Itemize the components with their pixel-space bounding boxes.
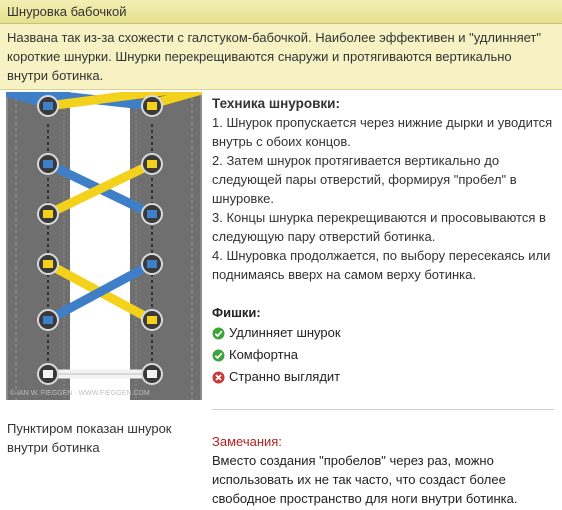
technique-step: 4. Шнуровка продолжается, по выбору пере… — [212, 248, 551, 282]
check-icon — [212, 349, 225, 361]
technique-step: 1. Шнурок пропускается через нижние дырк… — [212, 115, 553, 149]
lacing-illustration: © IAN W. FIEGGEN · WWW.FIEGGEN.COM — [6, 92, 202, 400]
feature-item: Странно выглядит — [212, 366, 552, 388]
technique-heading: Техника шнуровки: — [212, 96, 340, 111]
features-section: Фишки: Удлинняет шнурок Комфортна Странн… — [212, 303, 552, 388]
illustration-caption: Пунктиром показан шнурок внутри ботинка — [7, 421, 172, 455]
features-heading: Фишки: — [212, 305, 261, 320]
technique-step: 2. Затем шнурок протягивается вертикальн… — [212, 153, 517, 206]
section-title: Шнуровка бабочкой — [7, 4, 127, 19]
technique-section: Техника шнуровки: 1. Шнурок пропускается… — [212, 94, 557, 284]
divider — [212, 409, 554, 410]
feature-item: Комфортна — [212, 344, 552, 366]
feature-item: Удлинняет шнурок — [212, 322, 552, 344]
feature-label: Удлинняет шнурок — [229, 325, 341, 340]
notes-section: Замечания: Вместо создания "пробелов" че… — [212, 432, 557, 508]
cross-icon — [212, 371, 225, 383]
intro-text: Названа так из-за схожести с галстуком-б… — [0, 24, 562, 90]
feature-label: Комфортна — [229, 347, 298, 362]
check-icon — [212, 327, 225, 339]
notes-title: Замечания: — [212, 434, 282, 449]
section-header: Шнуровка бабочкой — [0, 0, 562, 24]
feature-label: Странно выглядит — [229, 369, 341, 384]
notes-text: Вместо создания "пробелов" через раз, мо… — [212, 453, 518, 506]
technique-step: 3. Концы шнурка перекрещиваются и просов… — [212, 210, 546, 244]
image-credit: © IAN W. FIEGGEN · WWW.FIEGGEN.COM — [10, 389, 150, 397]
